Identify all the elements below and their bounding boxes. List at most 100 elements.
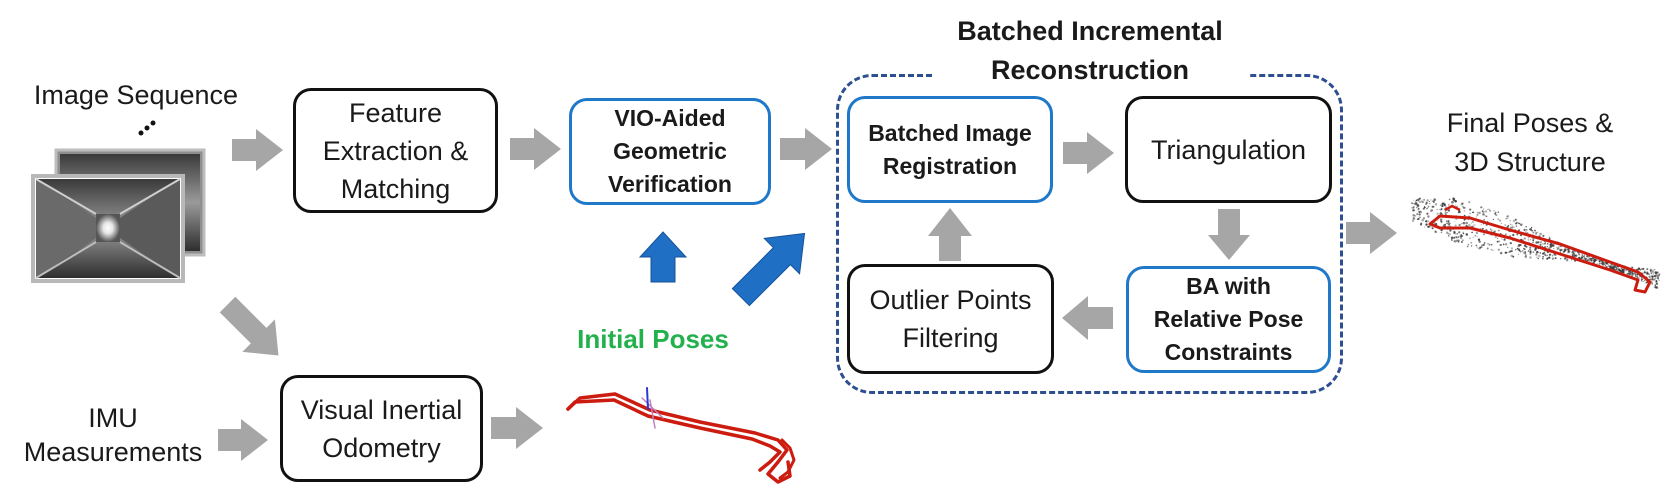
point-cloud-dot [1494,235,1497,239]
point-cloud-dot [1497,237,1499,240]
point-cloud-dot [1497,211,1500,213]
arrow-feature-to-verification [510,128,561,170]
point-cloud-dot [1598,263,1601,265]
ba-relative-pose-text: BA with Relative Pose Constraints [1153,273,1304,365]
point-cloud-dot [1511,225,1514,228]
point-cloud-dot [1650,274,1652,276]
point-cloud-dot [1637,267,1641,270]
point-cloud-dot [1509,242,1512,245]
final-3d-structure-image [1411,197,1661,294]
point-cloud-dot [1556,248,1558,250]
point-cloud-dot [1560,258,1562,260]
point-cloud-dot [1546,254,1549,256]
point-cloud-dot [1436,208,1438,211]
point-cloud-dot [1563,249,1566,251]
point-cloud-dot [1651,275,1653,278]
point-cloud-dot [1425,223,1428,226]
point-cloud-dot [1439,208,1441,211]
point-cloud-dot [1512,219,1516,223]
point-cloud-dot [1597,259,1599,261]
point-cloud-dot [1580,256,1583,259]
point-cloud-dot [1475,216,1478,218]
point-cloud-dot [1529,256,1532,259]
point-cloud-dot [1467,243,1470,246]
point-cloud-dot [1494,212,1497,215]
point-cloud-dot [1460,241,1463,243]
point-cloud-dot [1469,208,1472,211]
point-cloud-dot [1452,198,1456,202]
point-cloud-dot [1604,264,1607,266]
point-cloud-dot [1497,218,1500,221]
point-cloud-dot [1535,253,1538,256]
point-cloud-dot [1463,210,1466,212]
point-cloud-dot [1523,237,1526,240]
point-cloud-dot [1439,204,1442,206]
imu-label: IMU [88,403,138,433]
point-cloud-dot [1534,229,1537,232]
point-cloud-dot [1630,271,1634,274]
point-cloud-dot [1536,251,1538,254]
point-cloud-dot [1548,247,1551,250]
point-cloud-dot [1516,247,1519,250]
outlier-filtering-text: Outlier Points Filtering [869,285,1032,353]
point-cloud-dot [1529,246,1532,249]
point-cloud-dot [1499,251,1503,255]
group-title-line2: Reconstruction [932,53,1248,87]
point-cloud-dot [1417,207,1420,210]
point-cloud-dot [1475,244,1478,247]
point-cloud-dot [1434,230,1436,232]
visual-inertial-odometry-text: Visual Inertial Odometry [300,394,463,463]
point-cloud-dot [1509,223,1512,226]
point-cloud-dot [1586,259,1589,262]
point-cloud-dot [1425,220,1427,223]
point-cloud-dot [1525,225,1528,228]
point-cloud-dot [1636,273,1638,275]
point-cloud-dot [1472,224,1475,226]
point-cloud-dot [1415,199,1418,202]
point-cloud-dot [1521,250,1524,252]
point-cloud-dot [1634,274,1637,277]
point-cloud-dot [1448,221,1450,223]
point-cloud-dot [1499,219,1502,222]
point-cloud-dot [1541,257,1544,260]
point-cloud-dot [1583,256,1585,258]
arrow-registration-to-triangulation [1063,132,1114,174]
point-cloud-dot [1505,217,1508,220]
point-cloud-dot [1454,199,1457,203]
measurements-label: Measurements [23,437,203,467]
point-cloud-dot [1653,278,1655,281]
point-cloud-dot [1440,220,1443,223]
blue-arrows [638,231,806,307]
point-cloud-dot [1519,243,1522,246]
point-cloud-dot [1551,257,1555,260]
point-cloud-dot [1607,264,1609,266]
point-cloud-dot [1462,231,1464,233]
point-cloud-dot [1497,248,1500,251]
point-cloud-dot [1555,254,1557,256]
point-cloud-dot [1628,270,1631,273]
point-cloud-dot [1461,205,1464,208]
point-cloud-dot [1601,262,1604,265]
point-cloud-dot [1511,224,1513,226]
point-cloud-dot [1652,269,1655,272]
visual-inertial-odometry-box: Visual Inertial Odometry [280,375,483,482]
point-cloud-dot [1539,243,1542,246]
point-cloud-dot [1418,197,1421,200]
point-cloud-dot [1609,266,1613,269]
point-cloud-dot [1420,222,1423,225]
point-cloud-dot [1457,236,1460,239]
point-cloud-dot [1431,227,1434,230]
point-cloud-dot [1563,247,1567,250]
point-cloud-dot [1413,209,1415,211]
point-cloud-dot [1490,249,1492,251]
point-cloud-dot [1454,198,1456,200]
point-cloud-dot [1481,210,1484,213]
point-cloud-dot [1510,254,1514,257]
point-cloud-dot [1427,205,1430,208]
point-cloud-dot [1563,257,1567,260]
point-cloud-dot [1542,252,1545,255]
point-cloud-dot [1447,223,1451,226]
arrow-outlier-to-registration [928,208,972,261]
point-cloud-dot [1455,239,1459,242]
feature-extraction-box: Feature Extraction & Matching [293,88,498,213]
